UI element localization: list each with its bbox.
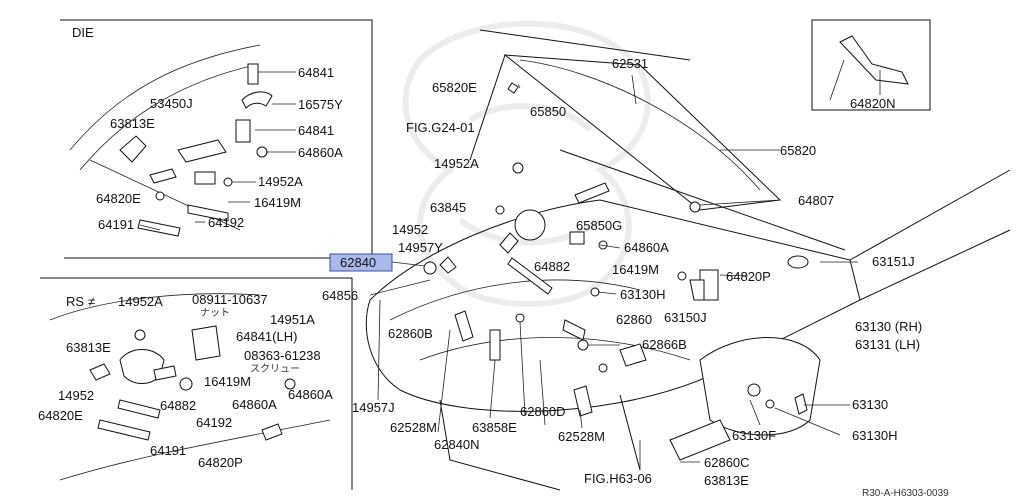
- part-label-63131-lh[interactable]: 63131 (LH): [855, 337, 920, 352]
- main-body-drawing: [365, 29, 1011, 491]
- part-label-14957Y[interactable]: 14957Y: [398, 240, 443, 255]
- part-label-64820P-a[interactable]: 64820P: [726, 269, 771, 284]
- part-label-65820[interactable]: 65820: [780, 143, 816, 158]
- part-label-63151J[interactable]: 63151J: [872, 254, 915, 269]
- inset-rs-frame: [40, 277, 353, 490]
- part-label-63130-rh[interactable]: 63130 (RH): [855, 319, 922, 334]
- part-label-14952A-b[interactable]: 14952A: [434, 156, 479, 171]
- part-label-64841-lh[interactable]: 64841(LH): [236, 329, 297, 344]
- part-label-64841-a[interactable]: 64841: [298, 65, 334, 80]
- part-label-64820P-b[interactable]: 64820P: [198, 455, 243, 470]
- part-label-63130[interactable]: 63130: [852, 397, 888, 412]
- part-label-14952[interactable]: 14952: [392, 222, 428, 237]
- part-label-14952A-a[interactable]: 14952A: [258, 174, 303, 189]
- part-label-62866B[interactable]: 62866B: [642, 337, 687, 352]
- part-label-14957J[interactable]: 14957J: [352, 400, 395, 415]
- part-label-63130H-b[interactable]: 63130H: [852, 428, 898, 443]
- part-label-62528M-b[interactable]: 62528M: [558, 429, 605, 444]
- part-label-63130H-a[interactable]: 63130H: [620, 287, 666, 302]
- part-label-16419M-b[interactable]: 16419M: [612, 262, 659, 277]
- part-label-64841-b[interactable]: 64841: [298, 123, 334, 138]
- part-label-14952-b[interactable]: 14952: [58, 388, 94, 403]
- figure-ref-h63[interactable]: FIG.H63-06: [584, 471, 652, 486]
- part-label-14952A-c[interactable]: 14952A: [118, 294, 163, 309]
- inset-die-frame: [60, 19, 373, 259]
- inset-rs-title: RS: [66, 294, 84, 309]
- leader-lines: [139, 70, 881, 470]
- bracket-inset-drawing: [829, 35, 909, 101]
- part-label-64882-a[interactable]: 64882: [534, 259, 570, 274]
- inset-rs-symbol: ≠: [88, 294, 95, 309]
- part-label-63813E-c[interactable]: 63813E: [704, 473, 749, 488]
- part-label-64860A-c[interactable]: 64860A: [232, 397, 277, 412]
- part-label-64807[interactable]: 64807: [798, 193, 834, 208]
- watermark-crest-icon: [402, 20, 651, 307]
- part-label-63858E[interactable]: 63858E: [472, 420, 517, 435]
- part-label-62860B[interactable]: 62860B: [388, 326, 433, 341]
- part-label-64856[interactable]: 64856: [322, 288, 358, 303]
- part-label-64820E-a[interactable]: 64820E: [96, 191, 141, 206]
- part-label-08911-10637[interactable]: 08911-10637: [192, 292, 268, 307]
- part-label-16575Y[interactable]: 16575Y: [298, 97, 343, 112]
- die-inset-drawing: [69, 44, 273, 237]
- part-label-65850[interactable]: 65850: [530, 104, 566, 119]
- screw-note: スクリュー: [250, 363, 300, 375]
- part-label-64191-b[interactable]: 64191: [150, 443, 186, 458]
- part-label-62860D[interactable]: 62860D: [520, 404, 566, 419]
- part-label-62860C[interactable]: 62860C: [704, 455, 750, 470]
- part-label-62840N[interactable]: 62840N: [434, 437, 480, 452]
- inset-n-frame: [811, 19, 931, 111]
- part-number-62840[interactable]: 62840: [340, 255, 376, 270]
- part-label-62860[interactable]: 62860: [616, 312, 652, 327]
- diagram-footer-code: R30-A-H6303-0039: [862, 488, 949, 499]
- part-label-64860A-a[interactable]: 64860A: [298, 145, 343, 160]
- part-label-65850G[interactable]: 65850G: [576, 218, 622, 233]
- highlighted-part-62840[interactable]: 62840: [329, 253, 393, 272]
- part-label-65820E[interactable]: 65820E: [432, 80, 477, 95]
- part-label-63150J[interactable]: 63150J: [664, 310, 707, 325]
- part-label-63845[interactable]: 63845: [430, 200, 466, 215]
- part-label-16419M-c[interactable]: 16419M: [204, 374, 251, 389]
- part-label-63130F[interactable]: 63130F: [732, 428, 776, 443]
- part-label-64820E-b[interactable]: 64820E: [38, 408, 83, 423]
- figure-ref-g24[interactable]: FIG.G24-01: [406, 120, 475, 135]
- nut-note: ナット: [200, 307, 230, 319]
- part-label-64191-a[interactable]: 64191: [98, 217, 134, 232]
- part-label-64192-a[interactable]: 64192: [208, 215, 244, 230]
- part-label-08363-61238[interactable]: 08363-61238: [244, 348, 321, 363]
- part-label-63813E-b[interactable]: 63813E: [66, 340, 111, 355]
- part-label-64192-b[interactable]: 64192: [196, 415, 232, 430]
- part-label-64820N[interactable]: 64820N: [850, 96, 896, 111]
- part-label-64882-b[interactable]: 64882: [160, 398, 196, 413]
- part-label-63813E-a[interactable]: 63813E: [110, 116, 155, 131]
- inset-die-title: DIE: [72, 25, 94, 40]
- part-label-64860A-b[interactable]: 64860A: [624, 240, 669, 255]
- part-label-16419M-a[interactable]: 16419M: [254, 195, 301, 210]
- part-label-14951A[interactable]: 14951A: [270, 312, 315, 327]
- part-label-62531[interactable]: 62531: [612, 56, 648, 71]
- part-label-62528M-a[interactable]: 62528M: [390, 420, 437, 435]
- rs-inset-drawing: [49, 293, 331, 481]
- part-label-53450J[interactable]: 53450J: [150, 96, 193, 111]
- part-label-64860A-d[interactable]: 64860A: [288, 387, 333, 402]
